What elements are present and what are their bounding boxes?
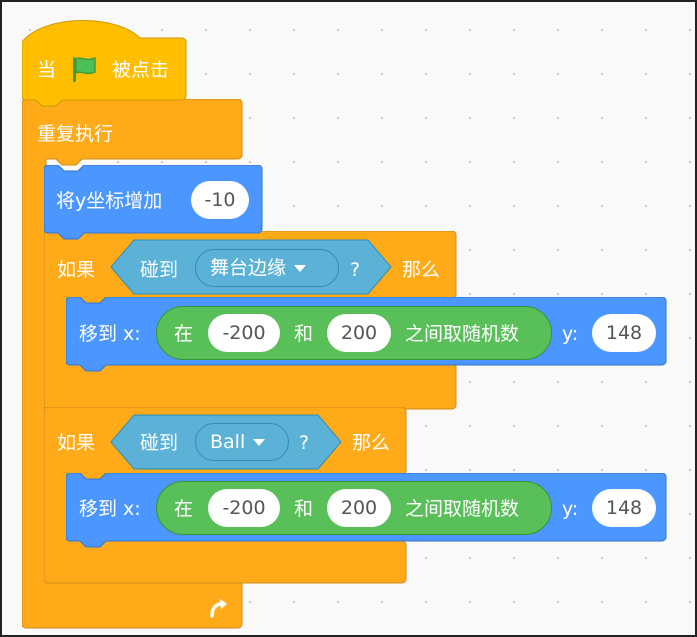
change-y-label: 将y坐标增加	[56, 190, 163, 212]
chevron-down-icon	[294, 265, 307, 272]
touching-target-dropdown-2[interactable]: Ball	[195, 423, 289, 461]
clicked-label: 被点击	[112, 59, 170, 81]
if-label-1: 如果	[57, 259, 96, 281]
chevron-down-icon	[253, 439, 266, 446]
touching-label-2: 碰到	[140, 432, 179, 454]
loop-arrow-icon	[210, 599, 227, 618]
then-label-2: 那么	[352, 432, 391, 454]
goto-y-label-1: y:	[562, 323, 579, 345]
goto-label-1: 移到 x:	[79, 323, 141, 345]
forever-label: 重复执行	[37, 123, 114, 145]
random-and-label-1: 和	[294, 323, 314, 345]
when-label: 当	[37, 59, 57, 81]
green-flag-icon[interactable]	[69, 54, 99, 84]
random-prefix-2: 在	[174, 498, 194, 520]
goto-y-label-2: y:	[562, 498, 579, 520]
random-to-input-1[interactable]: 200	[327, 314, 391, 352]
touching-target-dropdown-1[interactable]: 舞台边缘	[195, 249, 339, 287]
goto-y-input-2[interactable]: 148	[592, 489, 656, 527]
if-label-2: 如果	[57, 432, 96, 454]
random-prefix-1: 在	[174, 323, 194, 345]
random-from-input-2[interactable]: -200	[208, 489, 280, 527]
random-and-label-2: 和	[294, 498, 314, 520]
when-flag-clicked-block[interactable]	[22, 14, 192, 110]
change-y-value-input[interactable]: -10	[191, 181, 249, 219]
then-label-1: 那么	[402, 259, 441, 281]
touching-label-1: 碰到	[140, 259, 179, 281]
random-suffix-2: 之间取随机数	[405, 498, 520, 520]
goto-label-2: 移到 x:	[79, 498, 141, 520]
question-mark-1: ?	[350, 259, 361, 281]
goto-y-input-1[interactable]: 148	[592, 314, 656, 352]
random-suffix-1: 之间取随机数	[405, 323, 520, 345]
random-to-input-2[interactable]: 200	[327, 489, 391, 527]
touching-target-value-1: 舞台边缘	[210, 257, 287, 279]
question-mark-2: ?	[299, 432, 310, 454]
touching-target-value-2: Ball	[210, 431, 246, 453]
random-from-input-1[interactable]: -200	[208, 314, 280, 352]
